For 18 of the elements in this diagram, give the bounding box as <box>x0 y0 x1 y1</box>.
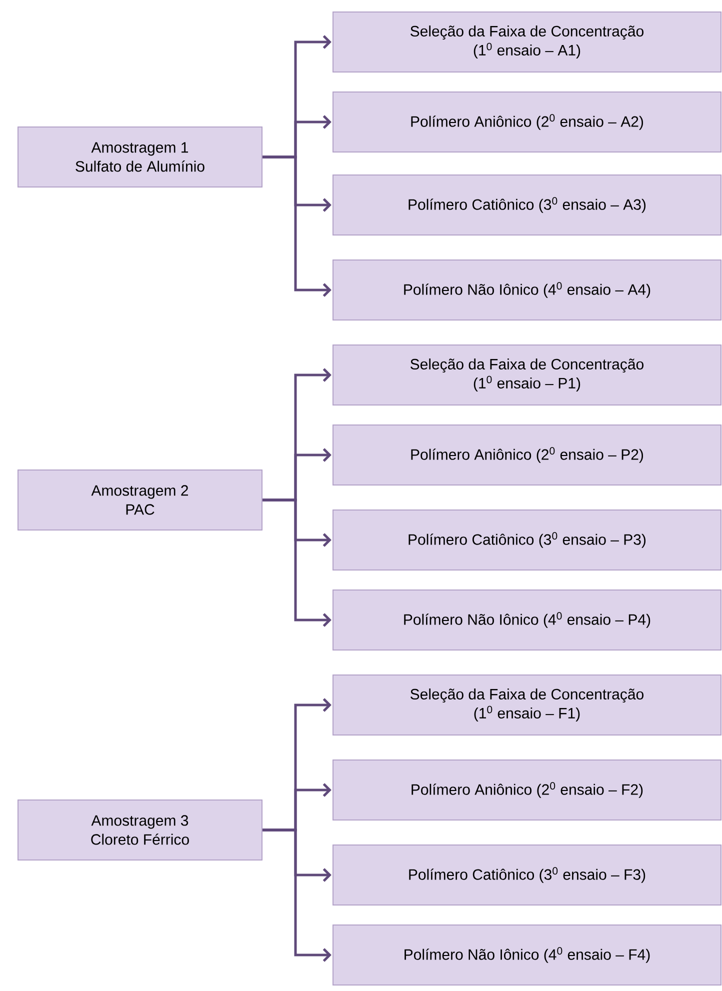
process-box: Polímero Catiônico (3$^{0}$ ensaio – A3) <box>332 174 722 236</box>
process-box: Seleção da Faixa de Concentração (1$^{0}$ ensaio – P1) <box>332 344 722 406</box>
process-box: Polímero Não Iônico (4$^{0}$ ensaio – F4) <box>332 924 722 986</box>
arrow <box>262 156 332 297</box>
process-box: Polímero Aniônico (2$^{0}$ ensaio – F2) <box>332 760 722 820</box>
process-box: Seleção da Faixa de Concentração (1$^{0}$ ensaio – A1) <box>332 12 722 72</box>
process-box: Polímero Catiônico (3$^{0}$ ensaio – F3) <box>332 844 722 906</box>
process-box: Polímero Não Iônico (4$^{0}$ ensaio – A4) <box>332 260 722 320</box>
process-box: Amostragem 2 PAC <box>18 470 262 530</box>
process-box: Amostragem 3 Cloreto Férrico <box>18 800 262 860</box>
arrow <box>262 498 332 627</box>
arrow <box>262 828 332 962</box>
process-box: Polímero Aniônico (2$^{0}$ ensaio – P2) <box>332 424 722 486</box>
process-box: Polímero Não Iônico (4$^{0}$ ensaio – P4) <box>332 590 722 650</box>
process-box: Polímero Catiônico (3$^{0}$ ensaio – P3) <box>332 510 722 570</box>
process-box: Amostragem 1 Sulfato de Alumínio <box>18 126 262 188</box>
process-box: Seleção da Faixa de Concentração (1$^{0}$ ensaio – F1) <box>332 674 722 736</box>
process-box: Polímero Aniônico (2$^{0}$ ensaio – A2) <box>332 92 722 152</box>
